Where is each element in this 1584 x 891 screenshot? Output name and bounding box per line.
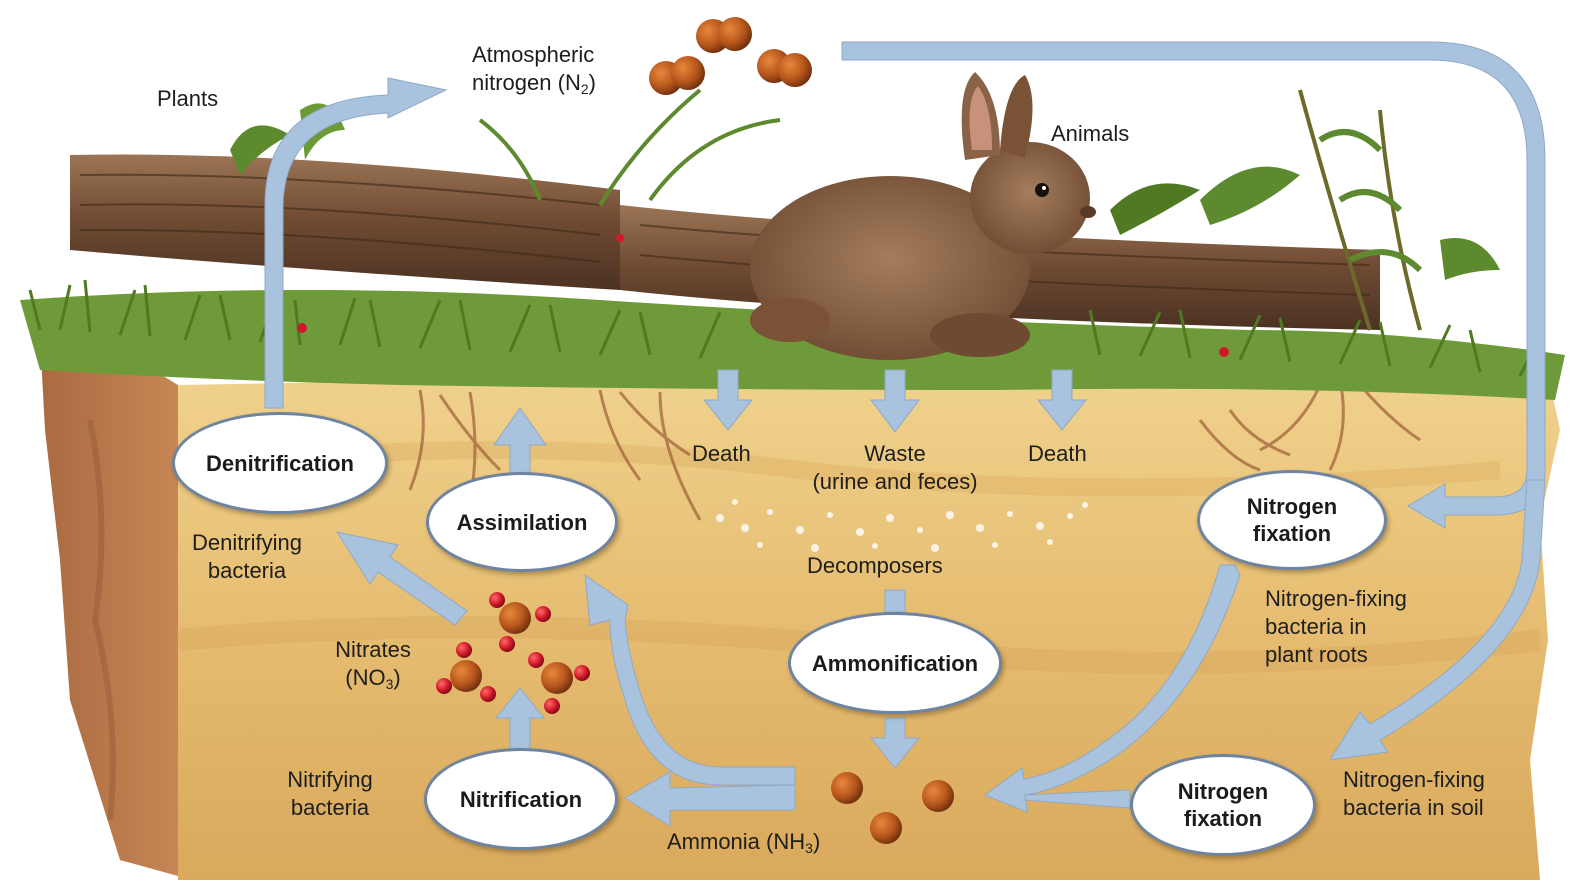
- nitrate-molecule: [528, 652, 590, 714]
- plant-roots: [408, 379, 1421, 521]
- ammonia-text: Ammonia (NH: [667, 829, 806, 854]
- plants-label: Plants: [157, 86, 219, 111]
- nitrogen-fixing-roots-label: Nitrogen-fixing bacteria in plant roots: [1265, 585, 1407, 669]
- nitrifying-bacteria-label: Nitrifying bacteria: [275, 766, 385, 822]
- plant-foliage: [230, 88, 1500, 331]
- atmospheric-nitrogen-label: Atmospheric nitrogen (N2): [472, 41, 596, 103]
- decomposers-label: Decomposers: [807, 553, 943, 578]
- atmospheric-line2: nitrogen (N2): [472, 69, 596, 103]
- waste-label: Waste (urine and feces): [790, 440, 1000, 496]
- nitrate-molecules: [436, 592, 590, 714]
- nitrate-molecule: [489, 592, 551, 652]
- nitrifying-line1: Nitrifying: [287, 767, 373, 792]
- denitrifying-line1: Denitrifying: [191, 530, 303, 555]
- nitrates-subscript: 3: [385, 676, 394, 692]
- arrow-denitrification-to-air: [264, 77, 448, 409]
- fixation-roots-line2: fixation: [1252, 521, 1332, 546]
- waste-line2: (urine and feces): [812, 469, 978, 494]
- nitrates-label: Nitrates (NO3): [318, 636, 428, 698]
- nitrate-molecule: [436, 642, 496, 702]
- denitrification-process: Denitrification: [172, 412, 388, 514]
- arrow-ammonification-to-ammonia: [869, 717, 921, 769]
- nitrates-close: ): [393, 665, 401, 690]
- soil-side-face: [38, 300, 178, 876]
- atmospheric-n2-molecules: [649, 17, 812, 95]
- arrow-fixation-to-ammonia: [983, 564, 1241, 813]
- arrow-ammonia-to-assimilation: [584, 573, 796, 786]
- nitrogen-fixation-soil-process: Nitrogen fixation: [1130, 754, 1316, 856]
- rabbit-illustration: [750, 72, 1096, 360]
- atmospheric-text: nitrogen (N: [472, 70, 581, 95]
- arrow-atmosphere-to-soil: [841, 41, 1546, 529]
- atmospheric-line1: Atmospheric: [472, 42, 595, 67]
- fixing-roots-line3: plant roots: [1265, 642, 1368, 667]
- assimilation-process: Assimilation: [426, 472, 618, 572]
- nitrates-text: (NO: [345, 665, 386, 690]
- arrow-ammonia-to-nitrification: [624, 771, 796, 827]
- death-left-label: Death: [692, 441, 751, 466]
- arrow-decomposers-to-ammonification: [884, 589, 906, 613]
- arrow-death-right: [1036, 369, 1088, 431]
- nitrogen-fixing-soil-label: Nitrogen-fixing bacteria in soil: [1343, 766, 1485, 822]
- ammonia-label: Ammonia (NH3): [667, 828, 820, 862]
- ammonia-molecules: [831, 772, 954, 844]
- ammonia-close: ): [812, 829, 821, 854]
- process-arrows: [264, 41, 1546, 827]
- death-right-label: Death: [1028, 441, 1087, 466]
- arrow-nitrates-to-denitrifying: [335, 531, 468, 626]
- arrow-waste: [870, 369, 920, 433]
- waste-line1: Waste: [864, 441, 926, 466]
- decomposer-speckles: [716, 499, 1088, 552]
- denitrifying-bacteria-label: Denitrifying bacteria: [172, 529, 322, 585]
- nitrifying-line2: bacteria: [290, 795, 370, 820]
- denitrifying-line2: bacteria: [207, 558, 287, 583]
- arrow-to-soil-fixation: [1329, 479, 1546, 761]
- fixing-roots-line1: Nitrogen-fixing: [1265, 586, 1407, 611]
- fixing-roots-line2: bacteria in: [1265, 614, 1367, 639]
- nitrates-line1: Nitrates: [335, 637, 411, 662]
- fixing-soil-line2: bacteria in soil: [1343, 795, 1484, 820]
- fixing-soil-line1: Nitrogen-fixing: [1343, 767, 1485, 792]
- animals-label: Animals: [1051, 121, 1130, 146]
- atmospheric-subscript: 2: [580, 81, 589, 97]
- ammonia-subscript: 3: [805, 840, 813, 856]
- fixation-soil-line2: fixation: [1183, 806, 1263, 831]
- arrow-death-left: [702, 369, 754, 431]
- atmospheric-close: ): [588, 70, 596, 95]
- nitrates-line2: (NO3): [318, 664, 428, 698]
- fixation-roots-line1: Nitrogen: [1246, 494, 1338, 519]
- ammonification-process: Ammonification: [788, 612, 1002, 714]
- arrow-nitrification-to-nitrates: [494, 687, 546, 751]
- nitrification-process: Nitrification: [424, 748, 618, 850]
- fixation-soil-line1: Nitrogen: [1177, 779, 1269, 804]
- nitrogen-fixation-roots-process: Nitrogen fixation: [1197, 470, 1387, 570]
